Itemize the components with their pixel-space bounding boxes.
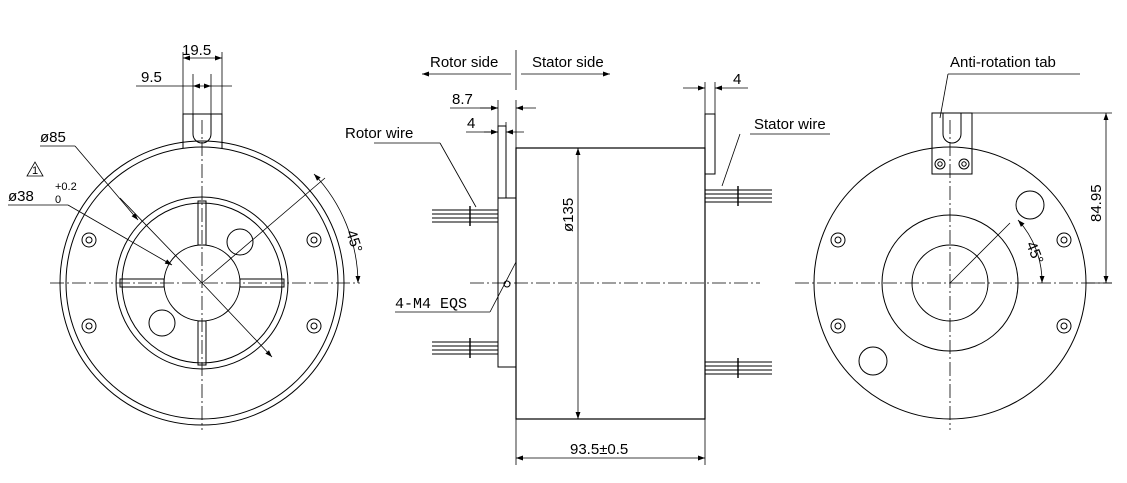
- rotor-wire-label: Rotor wire: [345, 125, 413, 142]
- threaded-hole: [226, 228, 254, 256]
- flange-offset-dimension: 8.7: [452, 91, 473, 108]
- thread-callout: 4-M4 EQS: [395, 296, 467, 313]
- stator-wire-bundle: [705, 186, 772, 378]
- rotor-wire-bundle: [432, 206, 498, 358]
- outer-diameter-dimension: ø85: [40, 129, 66, 146]
- datum-triangle-icon: [26, 161, 44, 177]
- tab-screw: [934, 158, 946, 170]
- mounting-hole: [306, 318, 322, 334]
- threaded-hole: [1015, 190, 1045, 220]
- flange-thickness-dimension: 4: [467, 115, 475, 132]
- mounting-hole: [306, 232, 322, 248]
- anti-rotation-tab-label: Anti-rotation tab: [950, 54, 1056, 71]
- bore-diameter-dimension: ø38: [8, 188, 34, 205]
- stator-side-label: Stator side: [532, 54, 604, 71]
- stator-tab: [704, 113, 716, 175]
- rotor-side-label: Rotor side: [430, 54, 498, 71]
- tab-screw: [958, 158, 970, 170]
- thread-hole-marker: [503, 280, 511, 288]
- slip-ring-body: [515, 147, 706, 420]
- tab-slot-dimension: 9.5: [141, 69, 162, 86]
- angle-45-dimension: 45°: [342, 228, 365, 255]
- stator-tab-thickness-dimension: 4: [733, 71, 741, 88]
- bore-tolerance-lower: 0: [55, 194, 61, 206]
- mounting-tab: [182, 113, 223, 148]
- front-view-rotor-side: 19.5 9.5 ø85 1 ø38 +0.2 0 45°: [8, 42, 365, 430]
- tab-height-dimension: 84.95: [1088, 184, 1105, 222]
- side-view: Rotor side Stator side: [345, 50, 830, 465]
- body-length-dimension: 93.5±0.5: [570, 441, 628, 458]
- back-view-stator-side: Anti-rotation tab 45° 84.95: [795, 54, 1112, 430]
- mounting-hole: [1056, 318, 1072, 334]
- threaded-hole: [148, 309, 176, 337]
- angle-45-dimension: 45°: [1022, 239, 1046, 266]
- rotor-flange: [497, 197, 517, 368]
- bore-tolerance-upper: +0.2: [55, 181, 77, 193]
- body-diameter-dimension: ø135: [560, 198, 577, 232]
- svg-text:1: 1: [32, 165, 38, 177]
- mounting-hole: [81, 318, 97, 334]
- tab-width-dimension: 19.5: [182, 42, 211, 59]
- mounting-hole: [830, 318, 846, 334]
- mounting-hole: [81, 232, 97, 248]
- mounting-hole: [830, 232, 846, 248]
- mounting-hole: [1056, 232, 1072, 248]
- threaded-hole: [858, 346, 888, 376]
- stator-wire-label: Stator wire: [754, 116, 826, 133]
